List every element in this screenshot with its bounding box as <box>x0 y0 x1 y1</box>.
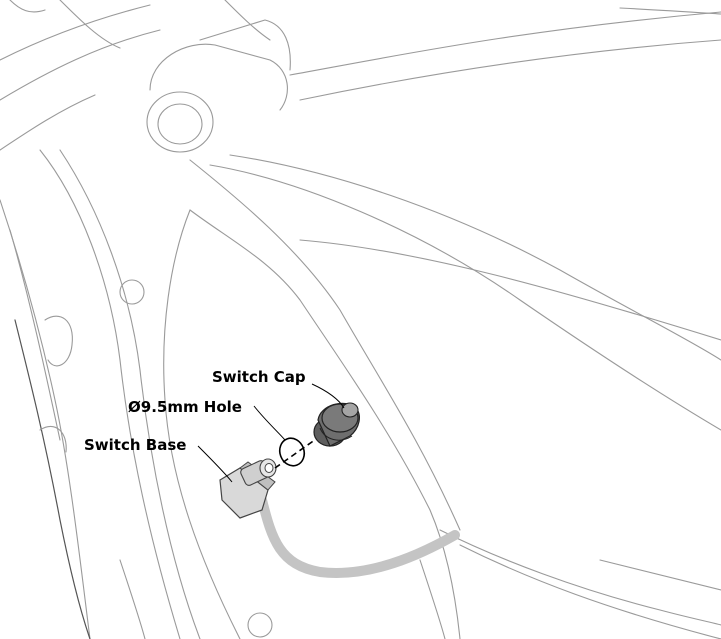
label-switch-cap: Switch Cap <box>212 368 306 386</box>
switch-cap <box>313 402 360 447</box>
switch-base <box>219 458 277 519</box>
bolt-hole-upper <box>119 279 145 305</box>
bolt-hole-lower <box>247 612 273 638</box>
mounting-hole <box>278 437 306 467</box>
leader-hole <box>253 405 286 441</box>
switch-cable <box>257 495 460 578</box>
label-hole: Ø9.5mm Hole <box>128 398 242 416</box>
callout-leaders <box>197 383 345 483</box>
leader-switch-cap <box>311 383 345 409</box>
leader-switch-base <box>197 445 233 483</box>
label-switch-base: Switch Base <box>84 436 186 454</box>
